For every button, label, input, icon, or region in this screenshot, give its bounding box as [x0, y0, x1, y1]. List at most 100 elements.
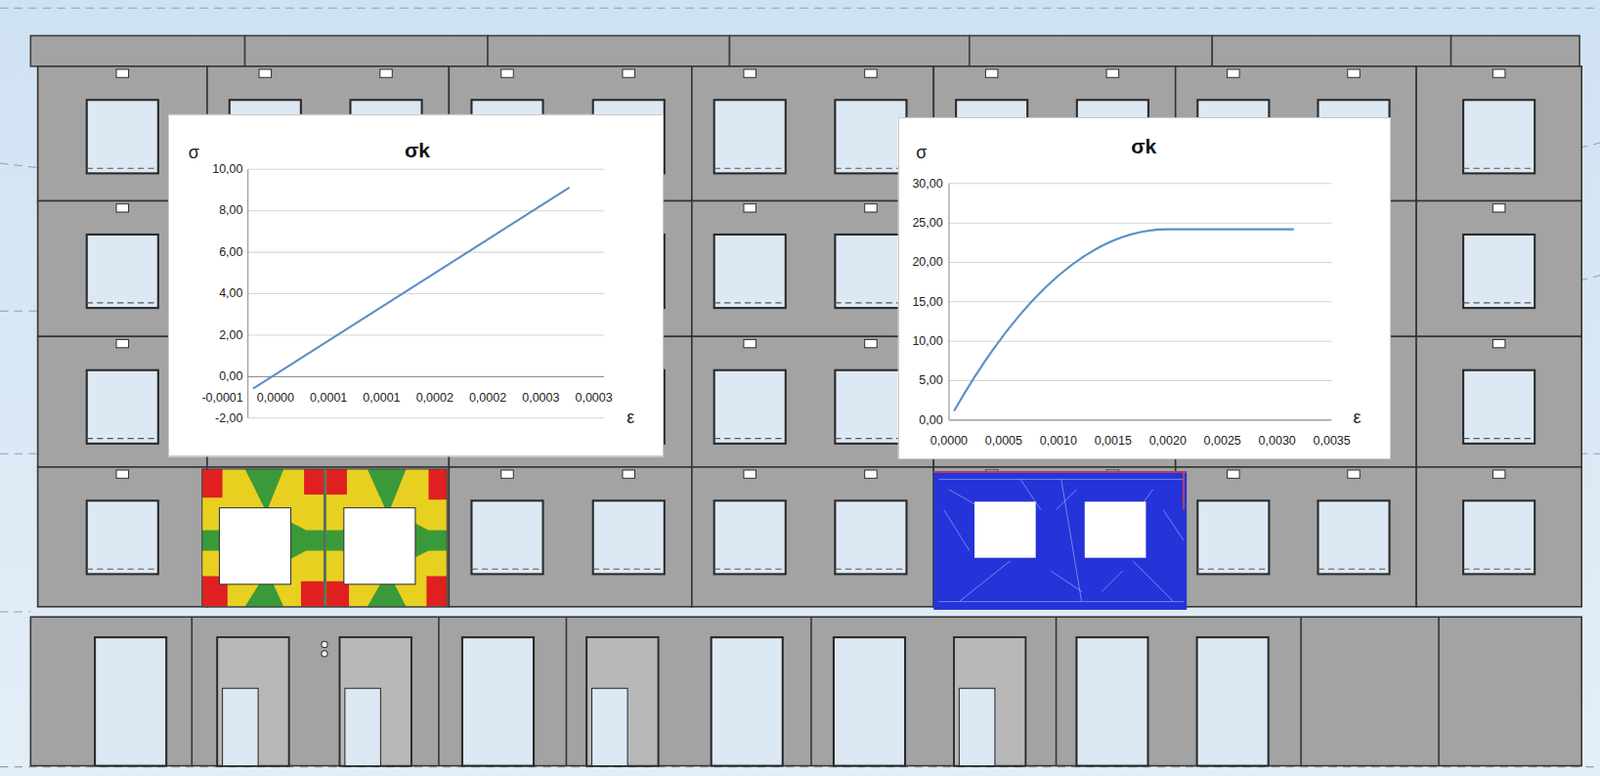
- window: [593, 500, 665, 574]
- tick-label: 0,0003: [574, 390, 612, 405]
- tick-label: 0,0001: [309, 390, 347, 405]
- fixture: [321, 650, 328, 657]
- wall-panel: [691, 467, 934, 607]
- window: [834, 500, 907, 574]
- lifting-anchor: [1227, 69, 1241, 78]
- window: [1197, 500, 1269, 574]
- tick-label: 10,00: [911, 334, 943, 348]
- tick-label: 0,0010: [1039, 433, 1078, 448]
- tick-label: 0,00: [218, 369, 243, 384]
- opening: [462, 637, 534, 766]
- door: [345, 688, 382, 766]
- tick-label: 0,0000: [257, 390, 295, 405]
- tick-label: 2,00: [218, 328, 243, 343]
- opening: [340, 637, 412, 766]
- door-frame: [340, 637, 412, 766]
- sill-line: [1463, 168, 1535, 170]
- window: [86, 99, 159, 173]
- tick-label: -2,00: [215, 411, 244, 426]
- sill-line: [1197, 568, 1269, 570]
- window: [471, 500, 543, 574]
- door-frame: [586, 637, 658, 766]
- chart-title: σk: [1130, 134, 1157, 159]
- joint: [190, 616, 193, 766]
- joint: [437, 616, 440, 766]
- window: [1463, 99, 1535, 173]
- sill-line: [1463, 568, 1535, 570]
- sill-line: [714, 168, 786, 170]
- sill-line: [714, 568, 786, 570]
- parapet-panel: [245, 36, 488, 67]
- lifting-anchor: [259, 69, 272, 78]
- door-frame: [953, 637, 1026, 766]
- lifting-anchor: [743, 470, 757, 478]
- sill-line: [86, 437, 159, 439]
- window: [86, 234, 159, 308]
- fixture: [321, 641, 328, 648]
- lifting-anchor: [743, 204, 757, 213]
- lifting-anchor: [864, 204, 878, 213]
- sill-line: [714, 437, 786, 439]
- parapet-panel: [30, 36, 245, 67]
- lifting-anchor: [116, 339, 130, 347]
- parapet-panel: [729, 36, 969, 67]
- lifting-anchor: [116, 204, 130, 213]
- tick-label: 15,00: [911, 295, 943, 309]
- sill-line: [834, 568, 907, 570]
- lifting-anchor: [864, 470, 878, 478]
- axis-label: ε: [1353, 407, 1362, 429]
- window: [1317, 500, 1389, 574]
- lifting-anchor: [1492, 339, 1506, 347]
- window: [834, 99, 907, 173]
- door: [958, 688, 995, 766]
- tick-label: 0,0030: [1258, 433, 1297, 448]
- lifting-anchor: [985, 69, 998, 78]
- window: [834, 370, 907, 444]
- sill-line: [1463, 437, 1535, 439]
- tick-label: -0,0001: [201, 390, 243, 405]
- window: [714, 99, 786, 173]
- tick-label: 0,0015: [1094, 433, 1132, 448]
- axis-label: σ: [915, 142, 927, 164]
- joint: [1299, 616, 1302, 766]
- tick-label: 0,0020: [1149, 433, 1187, 448]
- parapet-panel: [1211, 36, 1451, 67]
- window: [1463, 370, 1535, 444]
- tick-label: 0,0035: [1313, 433, 1351, 448]
- lifting-anchor: [1492, 69, 1506, 78]
- wall-panel: [1416, 201, 1582, 338]
- lifting-anchor: [501, 470, 515, 478]
- wall-panel: [38, 467, 208, 607]
- lifting-anchor: [864, 339, 878, 347]
- sill-line: [834, 437, 907, 439]
- window: [834, 234, 907, 308]
- lifting-anchor: [622, 470, 636, 478]
- sill-line: [834, 302, 907, 303]
- door: [592, 688, 629, 766]
- tick-label: 30,00: [911, 176, 943, 191]
- tick-label: 0,0001: [362, 390, 400, 405]
- tick-label: 0,0003: [521, 390, 560, 405]
- sill-line: [834, 168, 907, 170]
- opening: [1076, 637, 1148, 766]
- wall-panel: [448, 467, 692, 607]
- wall-panel: [1416, 66, 1582, 202]
- tick-label: 0,0005: [985, 433, 1023, 448]
- opening: [216, 637, 289, 766]
- opening: [586, 637, 658, 766]
- window: [86, 500, 159, 574]
- tick-label: 10,00: [212, 162, 243, 176]
- joint: [565, 616, 568, 766]
- joint: [1055, 616, 1058, 766]
- joint: [1437, 616, 1440, 766]
- window: [714, 234, 786, 308]
- lifting-anchor: [501, 69, 515, 78]
- tick-label: 0,0025: [1204, 433, 1242, 448]
- sill-line: [714, 302, 786, 303]
- tick-label: 8,00: [218, 203, 243, 217]
- lifting-anchor: [743, 69, 757, 78]
- sill-line: [86, 302, 159, 303]
- window: [1463, 500, 1535, 574]
- opening: [833, 637, 906, 766]
